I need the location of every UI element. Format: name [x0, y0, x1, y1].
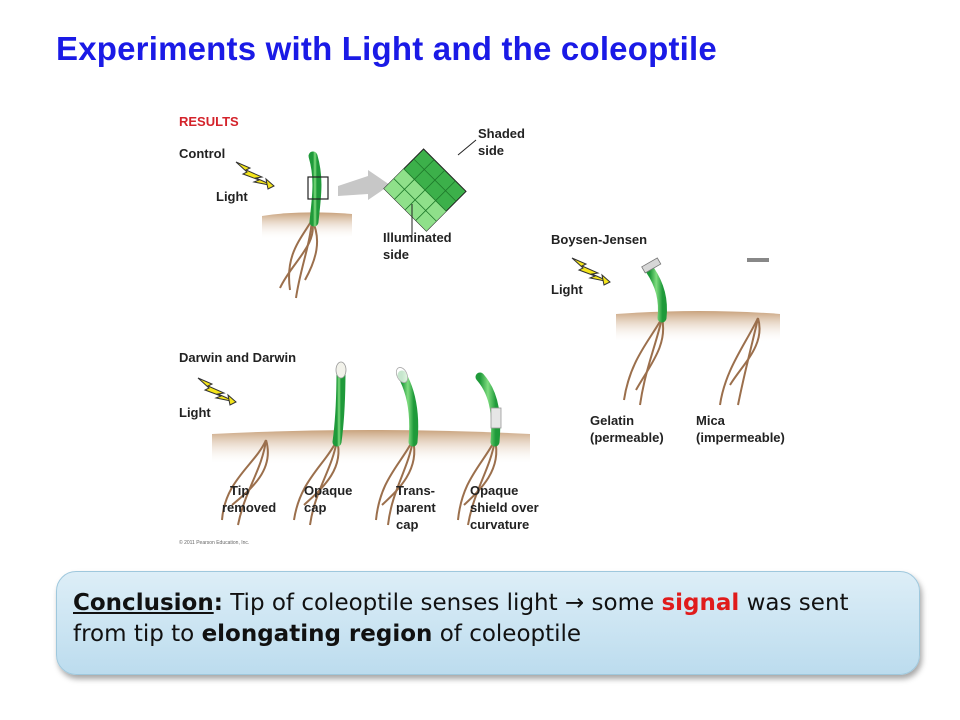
conclusion-text-2: some — [584, 590, 662, 616]
conclusion-box: Conclusion: Tip of coleoptile senses lig… — [56, 571, 920, 675]
opaque-shield-label-3: curvature — [470, 517, 529, 532]
boysen-jensen-roots — [623, 317, 761, 406]
conclusion-elongating: elongating region — [201, 621, 433, 647]
boysen-jensen-light-bolt-icon — [571, 257, 611, 286]
opaque-shield — [490, 407, 502, 429]
gelatin-label-2: (permeable) — [590, 430, 664, 445]
conclusion-heading: Conclusion — [73, 590, 214, 616]
opaque-cap — [335, 361, 347, 379]
control-zoom-box — [307, 176, 329, 200]
shaded-side-label: Shaded — [478, 126, 525, 141]
control-coleoptile — [308, 151, 322, 227]
mica-barrier — [747, 258, 769, 262]
results-label: RESULTS — [179, 114, 239, 129]
conclusion-signal: signal — [661, 590, 740, 616]
tip-removed-label-2: removed — [222, 500, 276, 515]
copyright: © 2011 Pearson Education, Inc. — [179, 539, 249, 546]
conclusion-text-4: of coleoptile — [432, 621, 582, 647]
transparent-cap-label-2: parent — [396, 500, 436, 515]
mica-label-2: (impermeable) — [696, 430, 785, 445]
darwin-label: Darwin and Darwin — [179, 350, 296, 365]
opaque-cap-label: Opaque — [304, 483, 352, 498]
opaque-shield-label-2: shield over — [470, 500, 539, 515]
control-light-bolt-icon — [235, 161, 275, 190]
mica-label: Mica — [696, 413, 726, 428]
boysen-jensen-light-label: Light — [551, 282, 583, 297]
gelatin-coleoptile — [645, 265, 667, 323]
transparent-cap — [395, 367, 409, 383]
page-title: Experiments with Light and the coleoptil… — [56, 30, 717, 67]
transparent-cap-label: Trans- — [396, 483, 435, 498]
right-arrow-icon: → — [564, 590, 585, 616]
shaded-side-label-2: side — [478, 143, 504, 158]
conclusion-text-3: was sent from tip to — [73, 590, 849, 647]
control-light-label: Light — [216, 189, 248, 204]
zoom-arrow-icon — [338, 170, 390, 200]
opaque-cap-label-2: cap — [304, 500, 326, 515]
tip-removed-label: Tip — [230, 483, 249, 498]
cell-zoom-panel — [383, 148, 467, 232]
darwin-light-bolt-icon — [197, 377, 237, 406]
gelatin-block — [641, 257, 662, 274]
opaque-cap-coleoptile — [332, 365, 346, 447]
gelatin-label: Gelatin — [590, 413, 634, 428]
opaque-shield-label: Opaque — [470, 483, 518, 498]
transparent-cap-label-3: cap — [396, 517, 418, 532]
illuminated-side-label: Illuminated — [383, 230, 452, 245]
illuminated-side-label-2: side — [383, 247, 409, 262]
conclusion-colon: : — [213, 590, 223, 616]
darwin-soil — [212, 430, 530, 465]
control-label: Control — [179, 146, 225, 161]
darwin-light-label: Light — [179, 405, 211, 420]
control-soil — [262, 212, 352, 240]
darwin-roots — [221, 439, 498, 526]
conclusion-text-1: Tip of coleoptile senses light — [222, 590, 565, 616]
boysen-jensen-label: Boysen-Jensen — [551, 232, 647, 247]
